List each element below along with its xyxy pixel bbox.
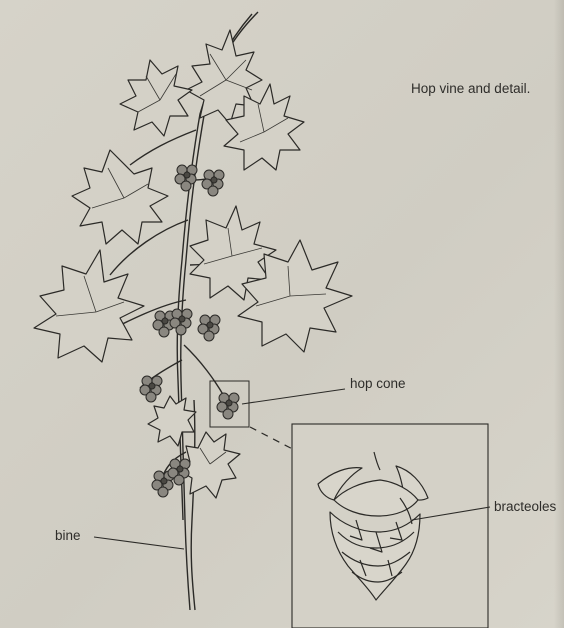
bine-label: bine [55, 528, 81, 543]
hop-cone-label: hop cone [350, 376, 406, 391]
bracteoles-label: bracteoles [494, 499, 556, 514]
figure-caption: Hop vine and detail. [411, 78, 551, 100]
detail-panel [292, 424, 488, 628]
hop-cone-leader [242, 389, 345, 404]
bine-leader [94, 537, 184, 549]
